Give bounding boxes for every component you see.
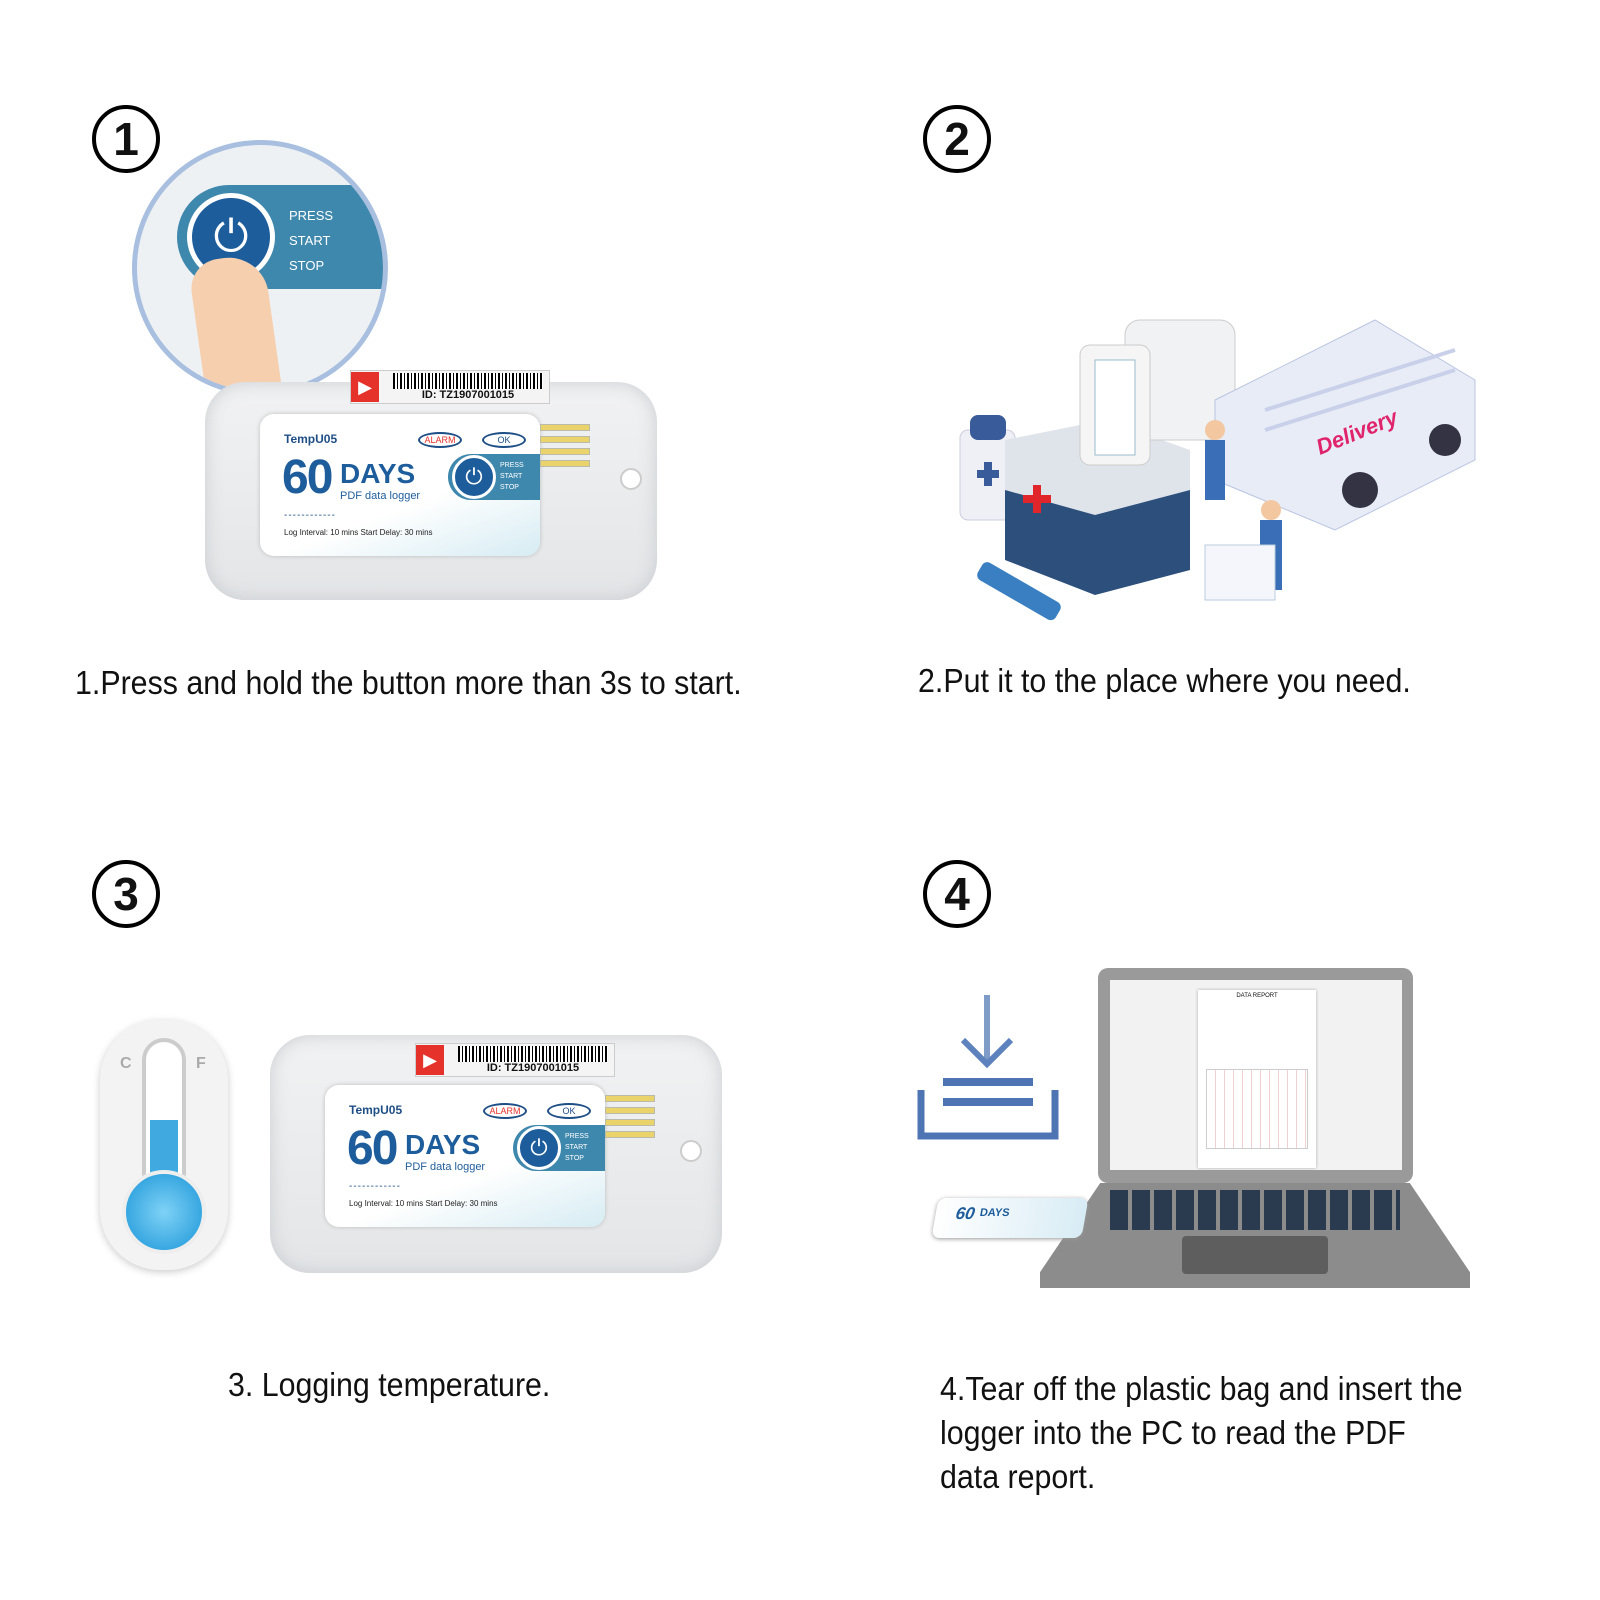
days-word: DAYS [340, 458, 416, 489]
days-number: 60 [282, 451, 333, 504]
ok-indicator: OK [482, 432, 526, 448]
step-2-caption: 2.Put it to the place where you need. [918, 662, 1411, 699]
thermometer-icon: C F [100, 1020, 228, 1270]
alarm-indicator: ALARM [483, 1103, 527, 1119]
days-word: DAYS [405, 1129, 481, 1160]
ok-indicator: OK [547, 1103, 591, 1119]
logger-in-kit [1079, 344, 1151, 466]
stop-label: STOP [289, 258, 325, 273]
power-button[interactable]: ⏻ [452, 455, 496, 499]
spec-text: Log Interval: 10 mins Start Delay: 30 mi… [349, 1199, 498, 1208]
step-3-caption: 3. Logging temperature. [228, 1366, 551, 1403]
days-number: 60 [347, 1122, 398, 1175]
syringe-icon [977, 562, 1061, 621]
report-chart [1206, 1069, 1308, 1149]
days-number: 60 [954, 1204, 977, 1223]
workers-icon [1204, 420, 1282, 601]
stop-label: STOP [500, 484, 519, 491]
subtitle: PDF data logger [340, 490, 421, 502]
start-label: START [289, 233, 331, 248]
dashes: ------------ [284, 510, 336, 521]
spec-text: Log Interval: 10 mins Start Delay: 30 mi… [284, 528, 433, 537]
step-4-number: 4 [923, 860, 991, 928]
step-4-caption-line-2: logger into the PC to read the PDF [940, 1414, 1406, 1451]
model-name: TempU05 [349, 1103, 403, 1117]
stop-label: STOP [565, 1155, 584, 1162]
step-2-number: 2 [923, 105, 991, 173]
report-title: DATA REPORT [1236, 993, 1278, 999]
step-1-caption: 1.Press and hold the button more than 3s… [75, 664, 742, 701]
play-icon: ▶ [351, 372, 379, 402]
start-label: START [565, 1144, 588, 1151]
delivery-van-icon: Delivery [1214, 319, 1476, 531]
press-button-closeup: ⏻ PRESS START STOP [132, 140, 388, 396]
barcode [458, 1046, 608, 1062]
usb-contacts [540, 424, 590, 472]
device-id: ID: TZ1907001015 [486, 1062, 580, 1074]
start-label: START [500, 473, 523, 480]
play-icon: ▶ [416, 1045, 444, 1075]
press-label: PRESS [565, 1133, 589, 1140]
laptop: DATA REPORT [1040, 968, 1470, 1290]
step-3-number: 3 [92, 860, 160, 928]
step-4-caption-line-1: 4.Tear off the plastic bag and insert th… [940, 1370, 1463, 1407]
device-id: ID: TZ1907001015 [421, 389, 515, 401]
fahrenheit-label: F [196, 1055, 206, 1072]
subtitle: PDF data logger [405, 1161, 486, 1173]
touchpad[interactable] [1182, 1236, 1328, 1274]
barcode [393, 373, 543, 389]
keyboard [1110, 1190, 1400, 1230]
days-word: DAYS [978, 1207, 1011, 1219]
press-label: PRESS [289, 208, 334, 223]
dashes: ------------ [349, 1181, 401, 1192]
alarm-indicator: ALARM [418, 432, 462, 448]
laptop-screen: DATA REPORT [1110, 980, 1402, 1170]
logger-inserted: 60 DAYS [931, 1198, 1089, 1238]
model-name: TempU05 [284, 432, 338, 446]
logger-device-1: ▶ ID: TZ1907001015 TempU05 ALARM OK 60 D… [205, 362, 657, 602]
delivery-illustration: Delivery [959, 319, 1476, 621]
celsius-label: C [120, 1055, 132, 1072]
step-1-number: 1 [92, 105, 160, 173]
logger-device-3: ▶ ID: TZ1907001015 TempU05 ALARM OK 60 D… [270, 1035, 722, 1275]
step-4-caption-line-3: data report. [940, 1458, 1096, 1495]
download-icon [917, 995, 1059, 1140]
power-button[interactable]: ⏻ [517, 1126, 561, 1170]
press-label: PRESS [500, 462, 524, 469]
usb-contacts [605, 1095, 655, 1143]
